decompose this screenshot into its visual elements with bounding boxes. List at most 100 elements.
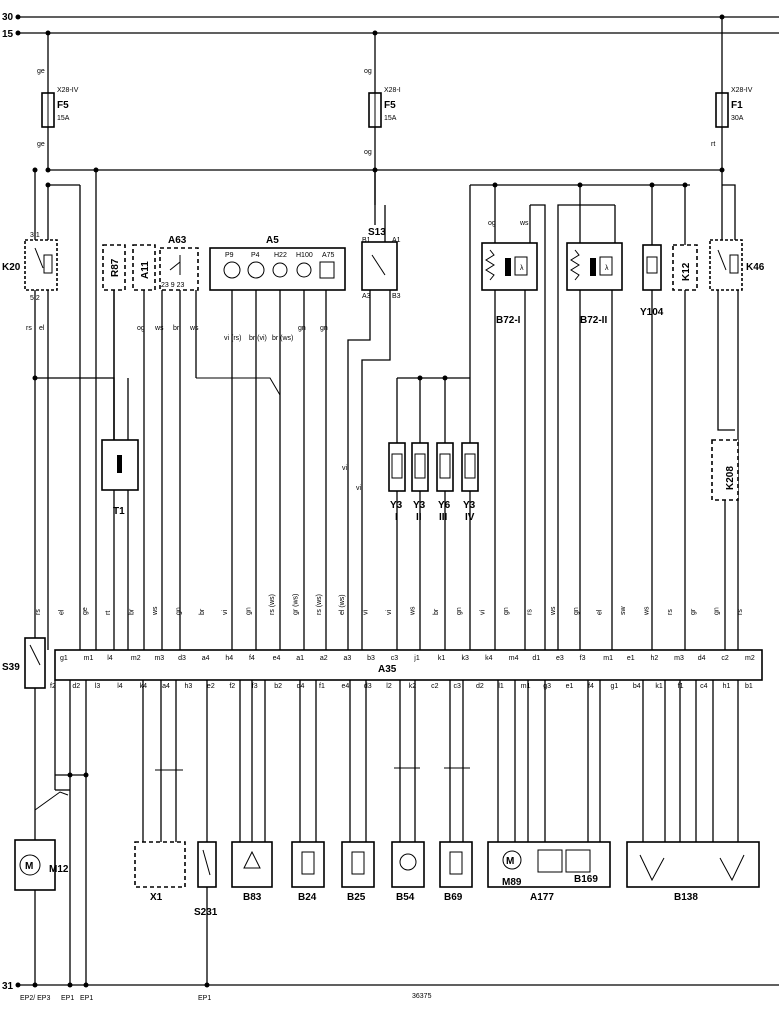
lower-pin-18: c3 [454,683,462,690]
footer-code: 36375 [412,993,432,1000]
svg-text:II: II [416,512,422,523]
svg-text:H22: H22 [274,252,287,259]
upper-pin-24: e1 [627,655,635,662]
upper-wire-6: gn [175,607,182,615]
svg-text:F5: F5 [57,100,69,111]
valve-y104: Y104 [640,185,664,650]
lower-pin-19: d2 [476,683,484,690]
upper-pin-10: a1 [296,655,304,662]
upper-wire-26: ws [643,606,650,616]
svg-text:K46: K46 [746,262,765,273]
lower-pin-23: e1 [566,683,574,690]
svg-text:B138: B138 [674,892,698,903]
lower-pin-15: l2 [386,683,392,690]
svg-text:el: el [39,325,45,332]
svg-text:III: III [439,512,448,523]
upper-wire-14: vi [363,610,370,616]
svg-text:ws: ws [189,325,199,332]
sensor-b25: B25 [341,680,375,903]
lower-pin-20: l1 [498,683,504,690]
upper-wire-20: gn [503,607,510,615]
upper-wire-22: ws [550,606,557,616]
svg-text:M89: M89 [502,877,522,888]
upper-pin-4: m3 [154,655,164,662]
connector-x1: X1 [134,680,186,903]
svg-text:EP2/ EP3: EP2/ EP3 [20,995,50,1002]
upper-wire-5: ws [152,606,159,616]
svg-text:F5: F5 [384,100,396,111]
svg-text:br: br [173,325,180,332]
upper-wire-1: el [58,609,65,615]
svg-text:M: M [25,861,33,872]
svg-text:og: og [488,220,496,227]
svg-text:og: og [364,149,372,156]
svg-text:A3: A3 [362,293,371,300]
upper-wire-16: ws [409,606,416,616]
upper-pin-9: e4 [273,655,281,662]
upper-pin-28: c2 [721,655,729,662]
svg-text:rs: rs [26,325,32,332]
lower-pin-14: d3 [364,683,372,690]
svg-text:og: og [364,68,372,75]
svg-text:X28-I: X28-I [384,87,401,94]
upper-wire-17: br [433,608,440,615]
lower-pin-27: k1 [655,683,663,690]
svg-text:Y6: Y6 [438,500,451,511]
upper-pin-27: d4 [698,655,706,662]
svg-text:H100: H100 [296,252,313,259]
relay-k208: K208 [711,439,739,650]
svg-text:EP1: EP1 [61,995,74,1002]
svg-text:A63: A63 [168,235,187,246]
svg-text:gn: gn [320,325,328,332]
ground-labels: EP2/ EP3 EP1 EP1 EP1 36375 [20,982,432,1002]
svg-text:B25: B25 [347,892,366,903]
svg-text:M12: M12 [49,864,69,875]
upper-pin-11: a2 [320,655,328,662]
upper-pin-0: g1 [60,655,68,662]
upper-wire-29: gn [714,607,721,615]
svg-text:vi: vi [356,485,362,492]
svg-text:B72-I: B72-I [496,315,521,326]
upper-pin-26: m3 [674,655,684,662]
sensor-b54: B54 [391,680,425,903]
svg-text:B169: B169 [574,874,598,885]
svg-text:ws: ws [519,220,529,227]
svg-text:gn: gn [298,325,306,332]
lower-pin-3: l4 [117,683,123,690]
component-a11: A11 og [132,244,156,650]
sensor-b138: B138 [626,680,760,903]
relay-k46: K46 [709,170,765,650]
sensor-b83: B83 [231,680,273,903]
svg-text:λ: λ [520,265,524,272]
svg-text:X28-IV: X28-IV [731,87,753,94]
svg-text:B83: B83 [243,892,262,903]
component-a5: A5 P9 P4 H22 H100 A75 vi (rs)br (vi) br … [209,235,346,650]
upper-wire-10: rs (ws) [269,594,276,615]
upper-wire-28: gr [690,608,697,615]
upper-pin-6: a4 [202,655,210,662]
svg-text:EP1: EP1 [80,995,93,1002]
upper-pin-23: m1 [603,655,613,662]
a35-label: A35 [378,664,397,675]
svg-text:B3: B3 [392,293,401,300]
lower-pin-1: d2 [72,683,80,690]
svg-text:A11: A11 [140,261,151,279]
svg-text:ge: ge [37,68,45,75]
lower-pin-29: c4 [700,683,708,690]
svg-text:K208: K208 [725,466,736,490]
svg-text:X1: X1 [150,892,163,903]
svg-text:A1: A1 [392,237,401,244]
switch-s231: S231 [194,680,218,985]
upper-wire-11: gr (ws) [292,594,299,615]
svg-text:M: M [506,856,514,867]
lower-pin-31: b1 [745,683,753,690]
fuse-f1-right: rt X28-IV F1 30A [711,17,753,170]
upper-wire-23: gn [573,607,580,615]
upper-pin-13: b3 [367,655,375,662]
relay-k12: K12 [672,185,698,650]
s39-label: S39 [2,662,20,673]
svg-text:B54: B54 [396,892,415,903]
sensor-b72-2: λ B72-II [557,185,623,650]
